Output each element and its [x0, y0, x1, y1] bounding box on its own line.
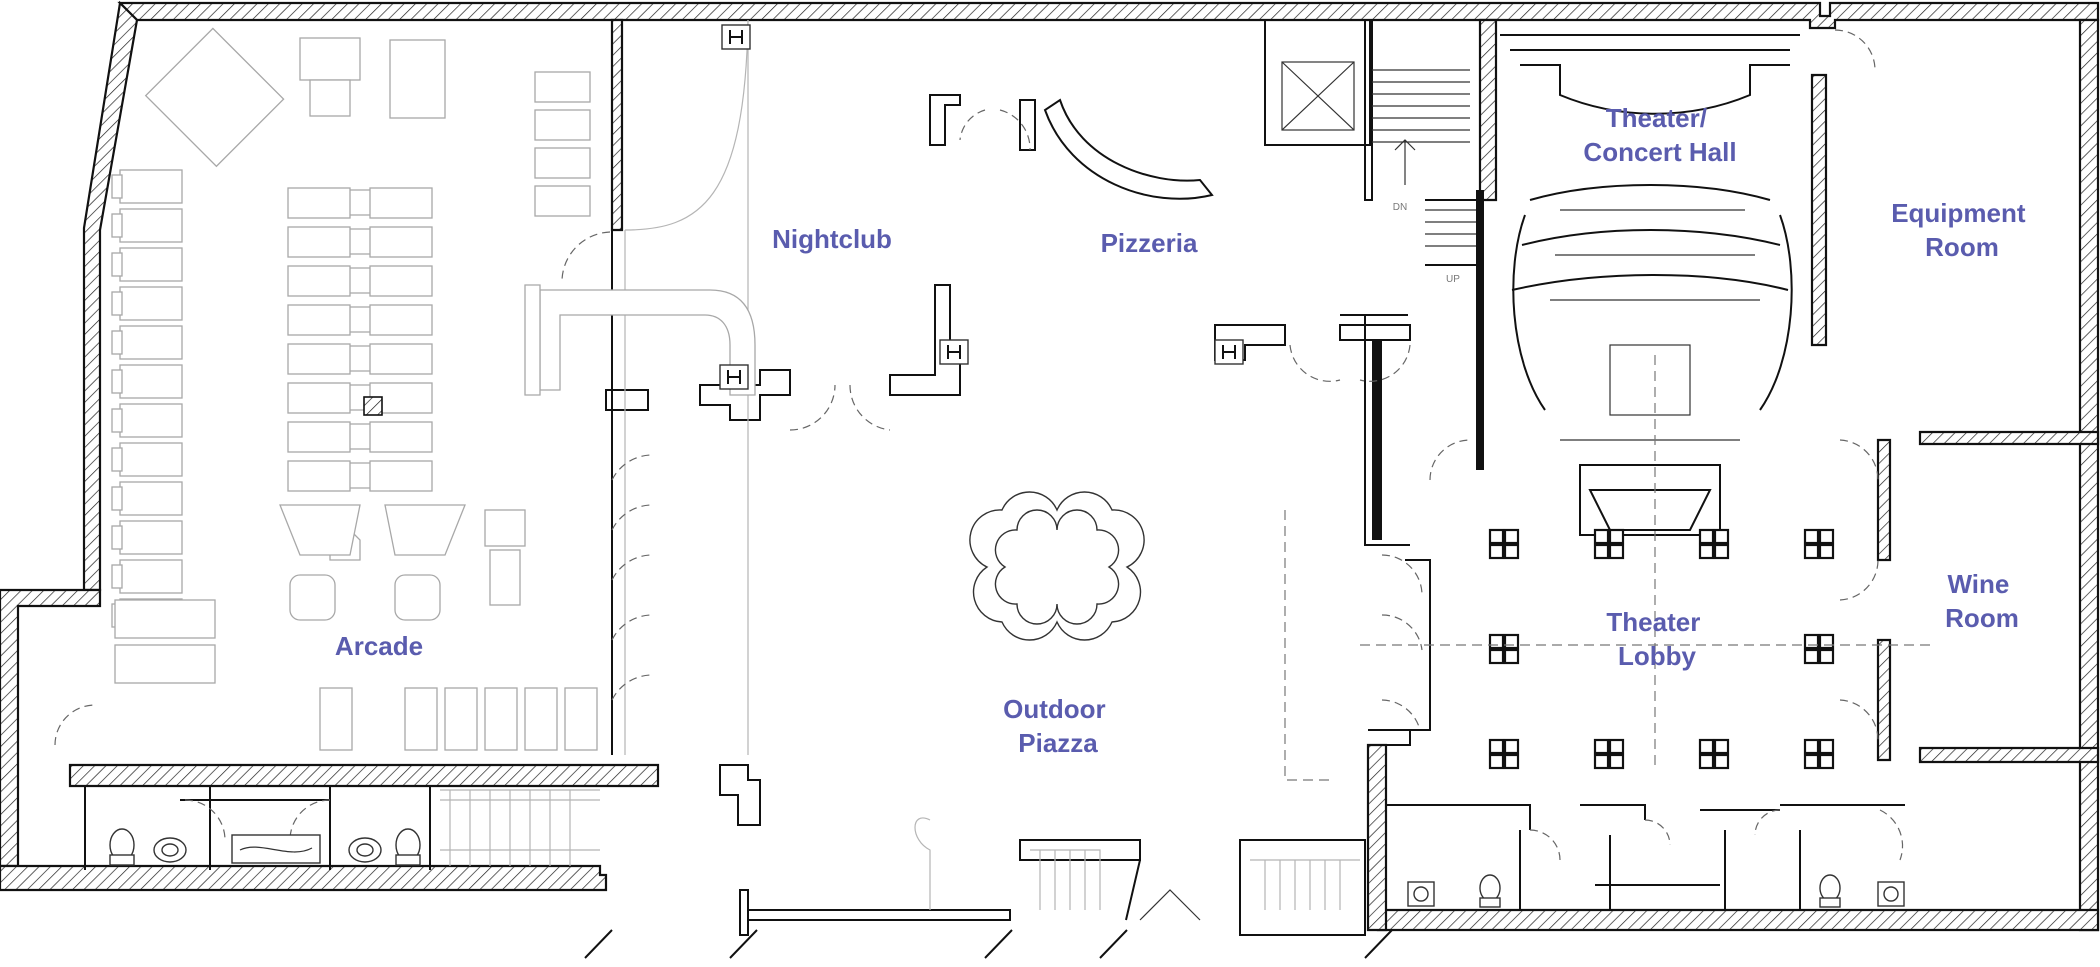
arcade-machine [287, 304, 433, 336]
arcade-machine [484, 687, 518, 751]
arcade-machine [111, 208, 183, 243]
sink-icon [153, 837, 187, 863]
fire-extinguisher-icon [719, 24, 1244, 390]
arcade-machine [534, 71, 591, 103]
arcade-machine [111, 286, 183, 321]
arcade-machine [111, 325, 183, 360]
arcade-machine [534, 147, 591, 179]
exterior-walls [0, 0, 2100, 932]
room-label-theater-lobby: Theater Lobby [1606, 607, 1707, 671]
toilet-icon [109, 828, 135, 866]
door-swings [54, 29, 1904, 861]
arcade-machine [111, 364, 183, 399]
lobby-axis [1284, 355, 1930, 781]
interior-walls: DN UP [84, 19, 1905, 936]
section-break-marks [584, 929, 1393, 959]
piazza-stairs [440, 139, 1416, 910]
stair-to-theater: DN UP [1372, 69, 1481, 285]
toilet-icon [1819, 874, 1841, 908]
sink-icon [1877, 881, 1905, 907]
fire-extinguisher-icon [719, 364, 749, 390]
room-label-arcade: Arcade [335, 631, 423, 661]
arcade-machine [111, 169, 183, 204]
arcade-machine [111, 559, 183, 594]
column [1803, 738, 1835, 770]
arcade-machine [111, 403, 183, 438]
arcade-machine [524, 687, 558, 751]
arcade-machine [287, 460, 433, 492]
toilet-icon [395, 828, 421, 866]
column [1593, 738, 1625, 770]
arcade-machine [111, 247, 183, 282]
column [1803, 528, 1835, 560]
restroom-fixtures [109, 24, 1905, 908]
column [1488, 738, 1520, 770]
arcade-machine [444, 687, 478, 751]
arcade-machine [287, 265, 433, 297]
arcade-machine [319, 687, 353, 751]
arcade-machine [404, 687, 438, 751]
arcade-machine [534, 185, 591, 217]
arcade-machine [564, 687, 598, 751]
room-label-wine-room: Wine Room [1945, 569, 2019, 633]
room-label-pizzeria: Pizzeria [1101, 228, 1198, 258]
fire-extinguisher-icon [721, 24, 751, 50]
arcade-furniture [111, 27, 598, 751]
room-label-nightclub: Nightclub [772, 224, 892, 254]
arcade-machine [534, 109, 591, 141]
room-labels: Arcade Nightclub Pizzeria Theater/ Conce… [335, 103, 2033, 758]
stair-down-note: DN [1393, 202, 1407, 213]
column [1803, 633, 1835, 665]
room-label-equipment-room: Equipment Room [1891, 198, 2033, 262]
arcade-machine [114, 599, 216, 639]
arcade-machine [287, 343, 433, 375]
fire-extinguisher-icon [1214, 339, 1244, 365]
column [1698, 738, 1730, 770]
stair-up-note: UP [1446, 274, 1460, 285]
arcade-machine [114, 644, 216, 684]
room-label-theater-concert-hall: Theater/ Concert Hall [1583, 103, 1736, 167]
column [1488, 528, 1520, 560]
arcade-machine [111, 442, 183, 477]
column [1698, 528, 1730, 560]
stair-arrow-icon [1394, 139, 1416, 185]
fire-extinguisher-icon [939, 339, 969, 365]
room-label-outdoor-piazza: Outdoor Piazza [1003, 694, 1113, 758]
arcade-machine [287, 382, 433, 414]
arcade-machine [111, 481, 183, 516]
fountain-icon [969, 491, 1145, 641]
column [1593, 528, 1625, 560]
column [1488, 633, 1520, 665]
arcade-machine [287, 226, 433, 258]
arcade-machine [111, 520, 183, 555]
theater-seating [1500, 34, 1800, 536]
toilet-icon [1479, 874, 1501, 908]
arcade-machine [287, 187, 433, 219]
arcade-machine [287, 421, 433, 453]
sink-icon [1407, 881, 1435, 907]
sink-icon [348, 837, 382, 863]
